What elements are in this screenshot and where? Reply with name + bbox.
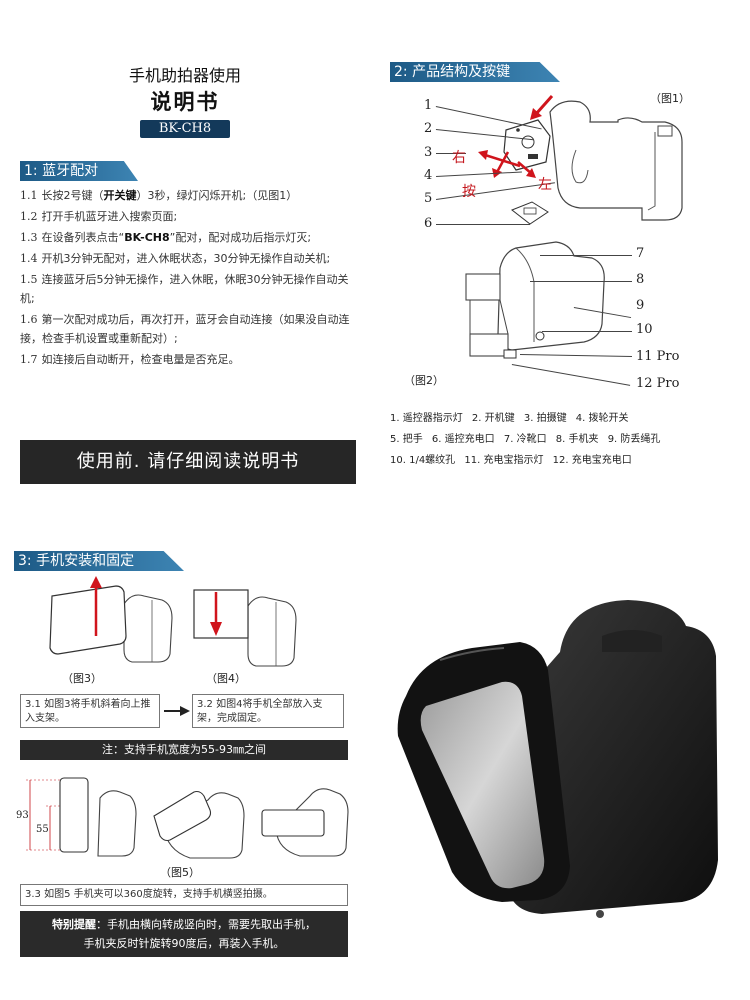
callout-line-7: [540, 255, 632, 256]
callout-10: 10: [636, 322, 653, 337]
warning-title: 特别提醒: [52, 918, 96, 931]
direction-left-label: 左: [538, 177, 552, 193]
fig2-structure-drawing: [465, 241, 605, 359]
manual-title-line2: 说明书: [150, 90, 220, 114]
step-text: 打开手机蓝牙进入搜索页面;: [41, 210, 178, 223]
callout-5: 5: [424, 191, 433, 206]
model-badge: BK-CH8: [140, 120, 230, 138]
callout-2: 2: [424, 121, 433, 136]
callout-1: 1: [424, 98, 433, 113]
step-number: 1.5: [20, 273, 38, 286]
legend-item: 2. 开机键: [471, 413, 515, 424]
step-text: 连接蓝牙后5分钟无操作，进入休眠，休眠30分钟无操作自动关机;: [20, 273, 349, 305]
product-photo: [397, 600, 718, 918]
fig2-label: （图2）: [404, 374, 444, 387]
step-3-1: 3.1 如图3将手机斜着向上推入支架。: [20, 694, 160, 728]
warning-text1: ：手机由横向转成竖向时，需要先取出手机，: [96, 918, 316, 931]
callout-7: 7: [636, 246, 645, 261]
legend-item: 11. 充电宝指示灯: [464, 455, 544, 466]
section2-heading: 2: 产品结构及按键: [390, 62, 560, 82]
section3-heading: 3: 手机安装和固定: [14, 551, 184, 571]
fig4-placed-drawing: [193, 589, 297, 667]
step-number: 1.6: [20, 313, 38, 326]
legend-item: 8. 手机夹: [555, 434, 599, 445]
step-number: 1.2: [20, 210, 38, 223]
legend-row-2: 5. 把手 6. 遥控充电口 7. 冷靴口 8. 手机夹 9. 防丢绳孔: [390, 429, 748, 450]
step-emphasis: BK-CH8: [124, 231, 170, 244]
legend-item: 9. 防丢绳孔: [607, 434, 661, 445]
step-number: 1.7: [20, 353, 38, 366]
step-number: 1.4: [20, 252, 38, 265]
manual-title-line1: 手机助拍器使用: [128, 66, 241, 85]
phone-width-note: 注：支持手机宽度为55-93㎜之间: [20, 740, 348, 760]
callout-line-8: [530, 281, 632, 282]
legend-item: 12. 充电宝充电口: [552, 455, 632, 466]
callout-8: 8: [636, 272, 645, 287]
read-manual-banner: 使用前. 请仔细阅读说明书: [20, 440, 356, 484]
fig3-label: （图3）: [62, 672, 102, 685]
dimension-55: 55: [36, 824, 49, 835]
step-text: 长按2号键（: [41, 189, 104, 202]
legend-item: 3. 拍摄键: [523, 413, 567, 424]
arrow-right-icon: [164, 706, 190, 716]
step-emphasis: 开关键: [103, 189, 137, 202]
legend-item: 5. 把手: [390, 434, 423, 445]
step-text-tail: ”配对，配对成功后指示灯灭;: [169, 231, 312, 244]
legend-row-3: 10. 1/4螺纹孔 11. 充电宝指示灯 12. 充电宝充电口: [390, 450, 748, 471]
callout-4: 4: [424, 168, 433, 183]
step-text: 在设备列表点击“: [41, 231, 125, 244]
warning-line1: 特别提醒：手机由横向转成竖向时，需要先取出手机，: [20, 915, 348, 934]
step-number: 1.3: [20, 231, 38, 244]
step-text: 如连接后自动断开，检查电量是否充足。: [41, 353, 240, 366]
legend-item: 6. 遥控充电口: [431, 434, 495, 445]
dimension-93: 93: [16, 810, 29, 821]
legend-row-1: 1. 遥控器指示灯 2. 开机键 3. 拍摄键 4. 拨轮开关: [390, 408, 748, 429]
callout-line-3: [436, 153, 466, 154]
fig1-label: （图1）: [650, 92, 690, 105]
callout-line-10: [542, 331, 632, 332]
callout-11: 11 Pro: [636, 349, 680, 364]
step-text-tail: ）3秒，绿灯闪烁开机;（见图1）: [136, 189, 298, 202]
fig5-rotation-drawing: [26, 777, 349, 859]
legend-item: 1. 遥控器指示灯: [390, 413, 463, 424]
callout-6: 6: [424, 216, 433, 231]
direction-right-label: 右: [452, 150, 466, 166]
callout-line-6: [436, 224, 530, 225]
special-warning: 特别提醒：手机由横向转成竖向时，需要先取出手机， 手机夹反时针旋转90度后，再装…: [20, 911, 348, 957]
callout-3: 3: [424, 145, 433, 160]
direction-press-label: 按: [462, 184, 476, 200]
section1-heading: 1: 蓝牙配对: [20, 161, 138, 181]
step-3-2: 3.2 如图4将手机全部放入支架，完成固定。: [192, 694, 344, 728]
callout-12: 12 Pro: [636, 376, 680, 391]
warning-line2: 手机夹反时针旋转90度后，再装入手机。: [83, 937, 285, 950]
legend-item: 10. 1/4螺纹孔: [390, 455, 456, 466]
fig5-label: （图5）: [160, 866, 200, 879]
fig3-insert-drawing: [49, 576, 173, 663]
fig4-label: （图4）: [206, 672, 246, 685]
step-text: 第一次配对成功后，再次打开，蓝牙会自动连接（如果没自动连接，检查手机设置或重新配…: [20, 313, 350, 345]
callout-9: 9: [636, 298, 645, 313]
step-3-3: 3.3 如图5 手机夹可以360度旋转，支持手机横竖拍摄。: [20, 884, 348, 906]
parts-legend: 1. 遥控器指示灯 2. 开机键 3. 拍摄键 4. 拨轮开关 5. 把手 6.…: [390, 408, 748, 471]
legend-item: 7. 冷靴口: [503, 434, 547, 445]
step-number: 1.1: [20, 189, 38, 202]
step-text: 开机3分钟无配对，进入休眠状态，30分钟无操作自动关机;: [41, 252, 331, 265]
legend-item: 4. 拨轮开关: [575, 413, 629, 424]
